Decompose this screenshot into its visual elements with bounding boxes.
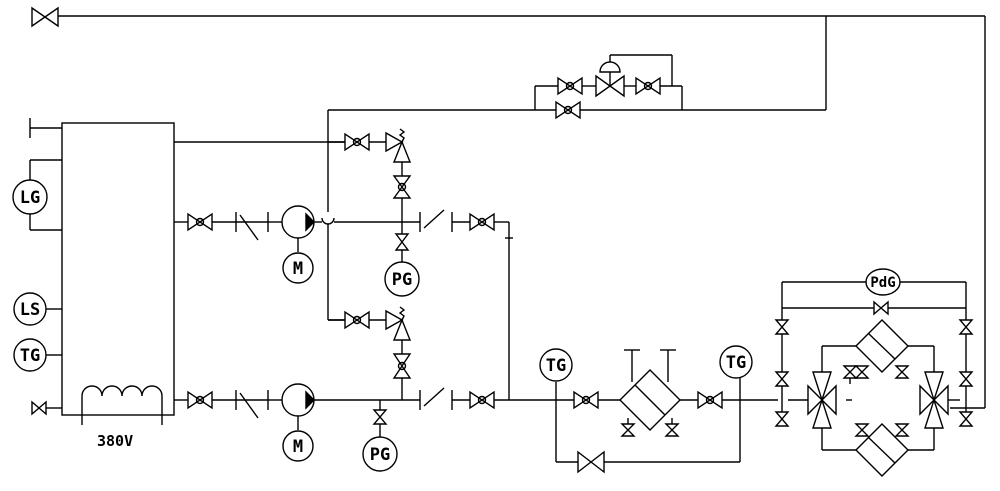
relief-valve-upper-body[interactable] bbox=[392, 175, 412, 199]
svg-text:M: M bbox=[293, 437, 303, 457]
relief-spring-lower bbox=[398, 306, 406, 321]
upper-pump-line bbox=[174, 205, 513, 400]
left-isolation-valve-3[interactable] bbox=[774, 411, 790, 427]
svg-text:PG: PG bbox=[392, 270, 412, 290]
equalizing-valve[interactable] bbox=[873, 300, 889, 316]
svg-text:PG: PG bbox=[370, 445, 390, 465]
diff-pressure-gauge: PdG bbox=[865, 268, 901, 296]
left-isolation-valve-1[interactable] bbox=[774, 319, 790, 335]
duplex-drain-4[interactable] bbox=[894, 423, 910, 437]
gate-valve-top-left[interactable] bbox=[31, 6, 59, 28]
changeover-valve-right[interactable] bbox=[919, 384, 935, 416]
filter-outlet-valve[interactable] bbox=[697, 390, 723, 410]
temp-gauge-filter-in: TG bbox=[539, 348, 573, 382]
drain-valve[interactable] bbox=[31, 400, 47, 416]
suction-valve-lower[interactable] bbox=[187, 390, 213, 410]
motor-upper: M bbox=[282, 252, 314, 284]
check-valve-lower-discharge[interactable] bbox=[423, 387, 445, 407]
relief-valve-upper bbox=[328, 128, 412, 262]
right-isolation-valve-1[interactable] bbox=[958, 319, 974, 335]
check-valve-lower-suction[interactable] bbox=[239, 392, 259, 419]
relief-valve-lower-body[interactable] bbox=[392, 353, 412, 379]
gauge-valve-lower[interactable] bbox=[372, 409, 388, 425]
level-switch: LS bbox=[13, 292, 47, 326]
right-isolation-valve-2[interactable] bbox=[958, 371, 974, 387]
tank-return-line bbox=[174, 109, 535, 321]
duplex-filter-section bbox=[774, 281, 974, 477]
tank-body bbox=[61, 122, 175, 416]
svg-text:M: M bbox=[293, 259, 303, 279]
filter-drain-valve-1[interactable] bbox=[620, 423, 636, 437]
duplex-drain-1[interactable] bbox=[842, 365, 858, 379]
gauge-valve-upper[interactable] bbox=[394, 233, 410, 251]
changeover-valve-left[interactable] bbox=[807, 384, 823, 416]
gate-valve-bypass-3[interactable] bbox=[555, 100, 581, 120]
temp-gauge-tank: TG bbox=[13, 338, 47, 372]
regulator-actuator bbox=[599, 61, 621, 73]
pressure-gauge-upper: PG bbox=[384, 261, 420, 297]
tank: 380V bbox=[29, 118, 175, 450]
filter-inlet-valve[interactable] bbox=[573, 390, 599, 410]
filter-section bbox=[555, 349, 778, 474]
heater-coil bbox=[81, 385, 163, 425]
svg-text:LG: LG bbox=[20, 188, 40, 208]
check-valve-upper-suction[interactable] bbox=[239, 214, 259, 241]
right-isolation-valve-3[interactable] bbox=[958, 411, 974, 427]
relief-isolation-valve-upper[interactable] bbox=[344, 132, 370, 152]
svg-text:TG: TG bbox=[726, 353, 746, 373]
relief-isolation-valve-lower[interactable] bbox=[344, 310, 370, 330]
motor-lower: M bbox=[282, 430, 314, 462]
duplex-drain-2[interactable] bbox=[894, 365, 910, 379]
svg-text:LS: LS bbox=[20, 300, 40, 320]
pressure-regulator-bypass bbox=[534, 16, 827, 120]
svg-text:PdG: PdG bbox=[870, 275, 895, 291]
pressure-regulating-valve[interactable] bbox=[595, 74, 625, 98]
heater-voltage-label: 380V bbox=[97, 432, 133, 450]
relief-spring-upper bbox=[398, 128, 406, 143]
filter-bypass-valve[interactable] bbox=[577, 450, 605, 474]
pressure-gauge-lower: PG bbox=[362, 436, 398, 472]
duplex-drain-3[interactable] bbox=[854, 423, 870, 437]
relief-valve-lower bbox=[328, 306, 412, 400]
svg-text:TG: TG bbox=[20, 346, 40, 366]
check-valve-upper-discharge[interactable] bbox=[423, 209, 445, 229]
left-isolation-valve-2[interactable] bbox=[774, 371, 790, 387]
discharge-valve-upper[interactable] bbox=[469, 212, 495, 232]
filter-drain-valve-2[interactable] bbox=[664, 423, 680, 437]
gate-valve-bypass-2[interactable] bbox=[635, 76, 661, 96]
lower-pump-line bbox=[174, 383, 574, 437]
level-gauge: LG bbox=[12, 179, 48, 215]
gate-valve-bypass-1[interactable] bbox=[557, 76, 583, 96]
temp-gauge-filter-out: TG bbox=[719, 345, 753, 400]
suction-valve-upper[interactable] bbox=[187, 212, 213, 232]
top-return-line bbox=[31, 6, 986, 409]
discharge-valve-lower[interactable] bbox=[469, 390, 495, 410]
svg-text:TG: TG bbox=[546, 356, 566, 376]
